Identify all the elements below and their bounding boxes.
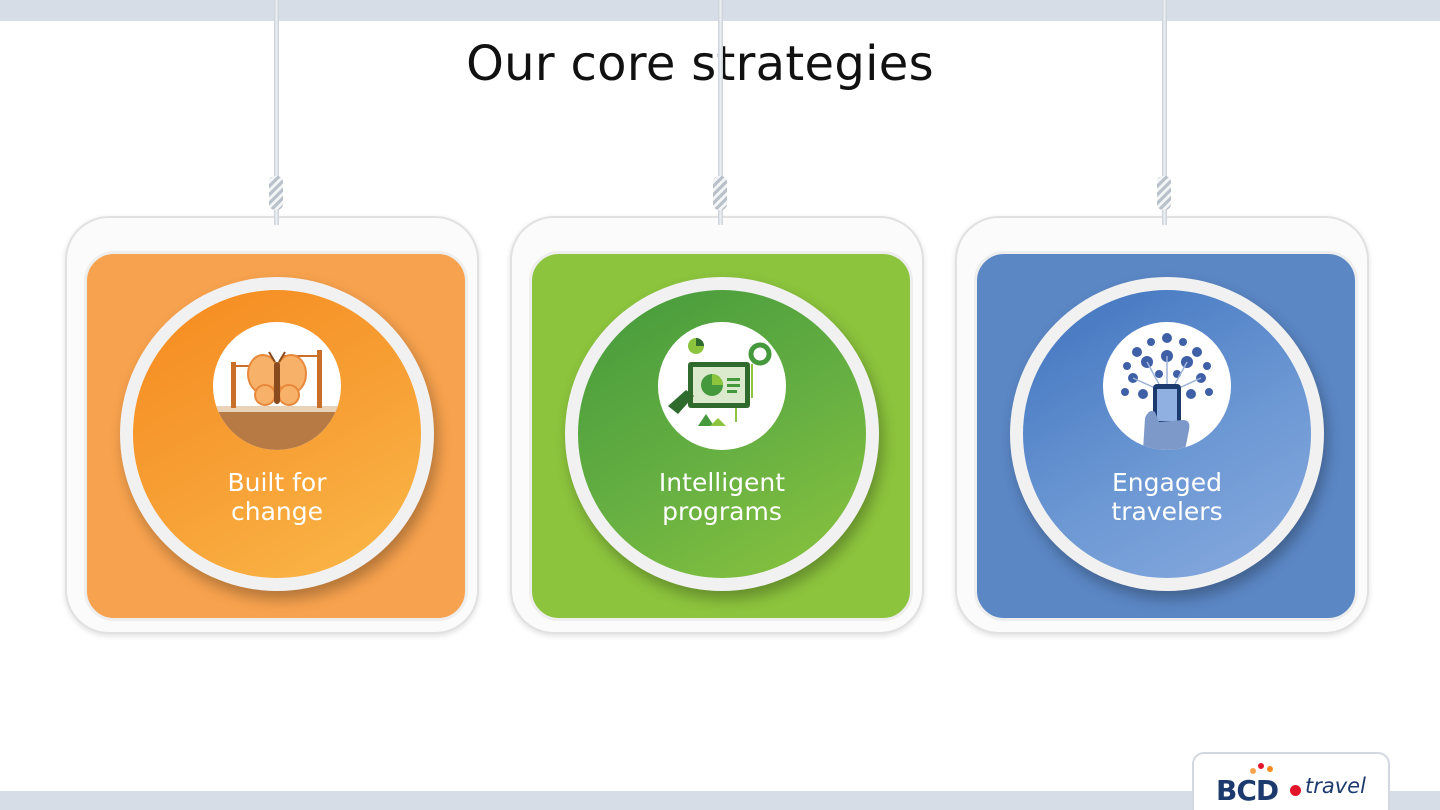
strategy-label-line1: Built for <box>227 468 327 497</box>
card-ring: Intelligent programs <box>565 277 879 591</box>
strategy-label-line2: programs <box>662 497 782 526</box>
card-ring: Built for change <box>120 277 434 591</box>
strategy-card-intelligent-programs: Intelligent programs <box>510 216 924 634</box>
hanging-string-3 <box>1162 0 1167 225</box>
logo-spark <box>1250 768 1256 774</box>
card-disc: Built for change <box>133 290 421 578</box>
bcd-travel-logo: BCD travel <box>1192 752 1390 810</box>
hanging-string-2 <box>718 0 723 225</box>
bottom-band <box>0 791 1440 810</box>
strategy-card-engaged-travelers: Engaged travelers <box>955 216 1369 634</box>
logo-spark <box>1267 766 1273 772</box>
logo-spark <box>1258 763 1264 769</box>
strategy-label-line1: Intelligent <box>658 468 786 497</box>
slide-title: Our core strategies <box>466 36 934 92</box>
card-panel: Intelligent programs <box>529 251 913 621</box>
butterfly-construction-icon <box>213 322 341 450</box>
string-knot-3 <box>1157 176 1171 210</box>
strategy-card-built-for-change: Built for change <box>65 216 479 634</box>
hanging-string-1 <box>274 0 279 225</box>
strategy-label-line1: Engaged <box>1112 468 1222 497</box>
strategy-label: Engaged travelers <box>1023 468 1311 526</box>
strategy-label: Built for change <box>133 468 421 526</box>
card-panel: Built for change <box>84 251 468 621</box>
logo-red-dot <box>1290 785 1301 796</box>
card-disc: Intelligent programs <box>578 290 866 578</box>
string-knot-1 <box>269 176 283 210</box>
string-knot-2 <box>713 176 727 210</box>
card-ring: Engaged travelers <box>1010 277 1324 591</box>
strategy-label-line2: change <box>230 497 323 526</box>
analytics-dashboard-icon <box>658 322 786 450</box>
strategy-label-line2: travelers <box>1111 497 1223 526</box>
card-panel: Engaged travelers <box>974 251 1358 621</box>
mobile-connected-travel-icon <box>1103 322 1231 450</box>
card-disc: Engaged travelers <box>1023 290 1311 578</box>
strategy-label: Intelligent programs <box>578 468 866 526</box>
logo-word: travel <box>1305 774 1366 798</box>
logo-letters: BCD <box>1216 774 1279 807</box>
